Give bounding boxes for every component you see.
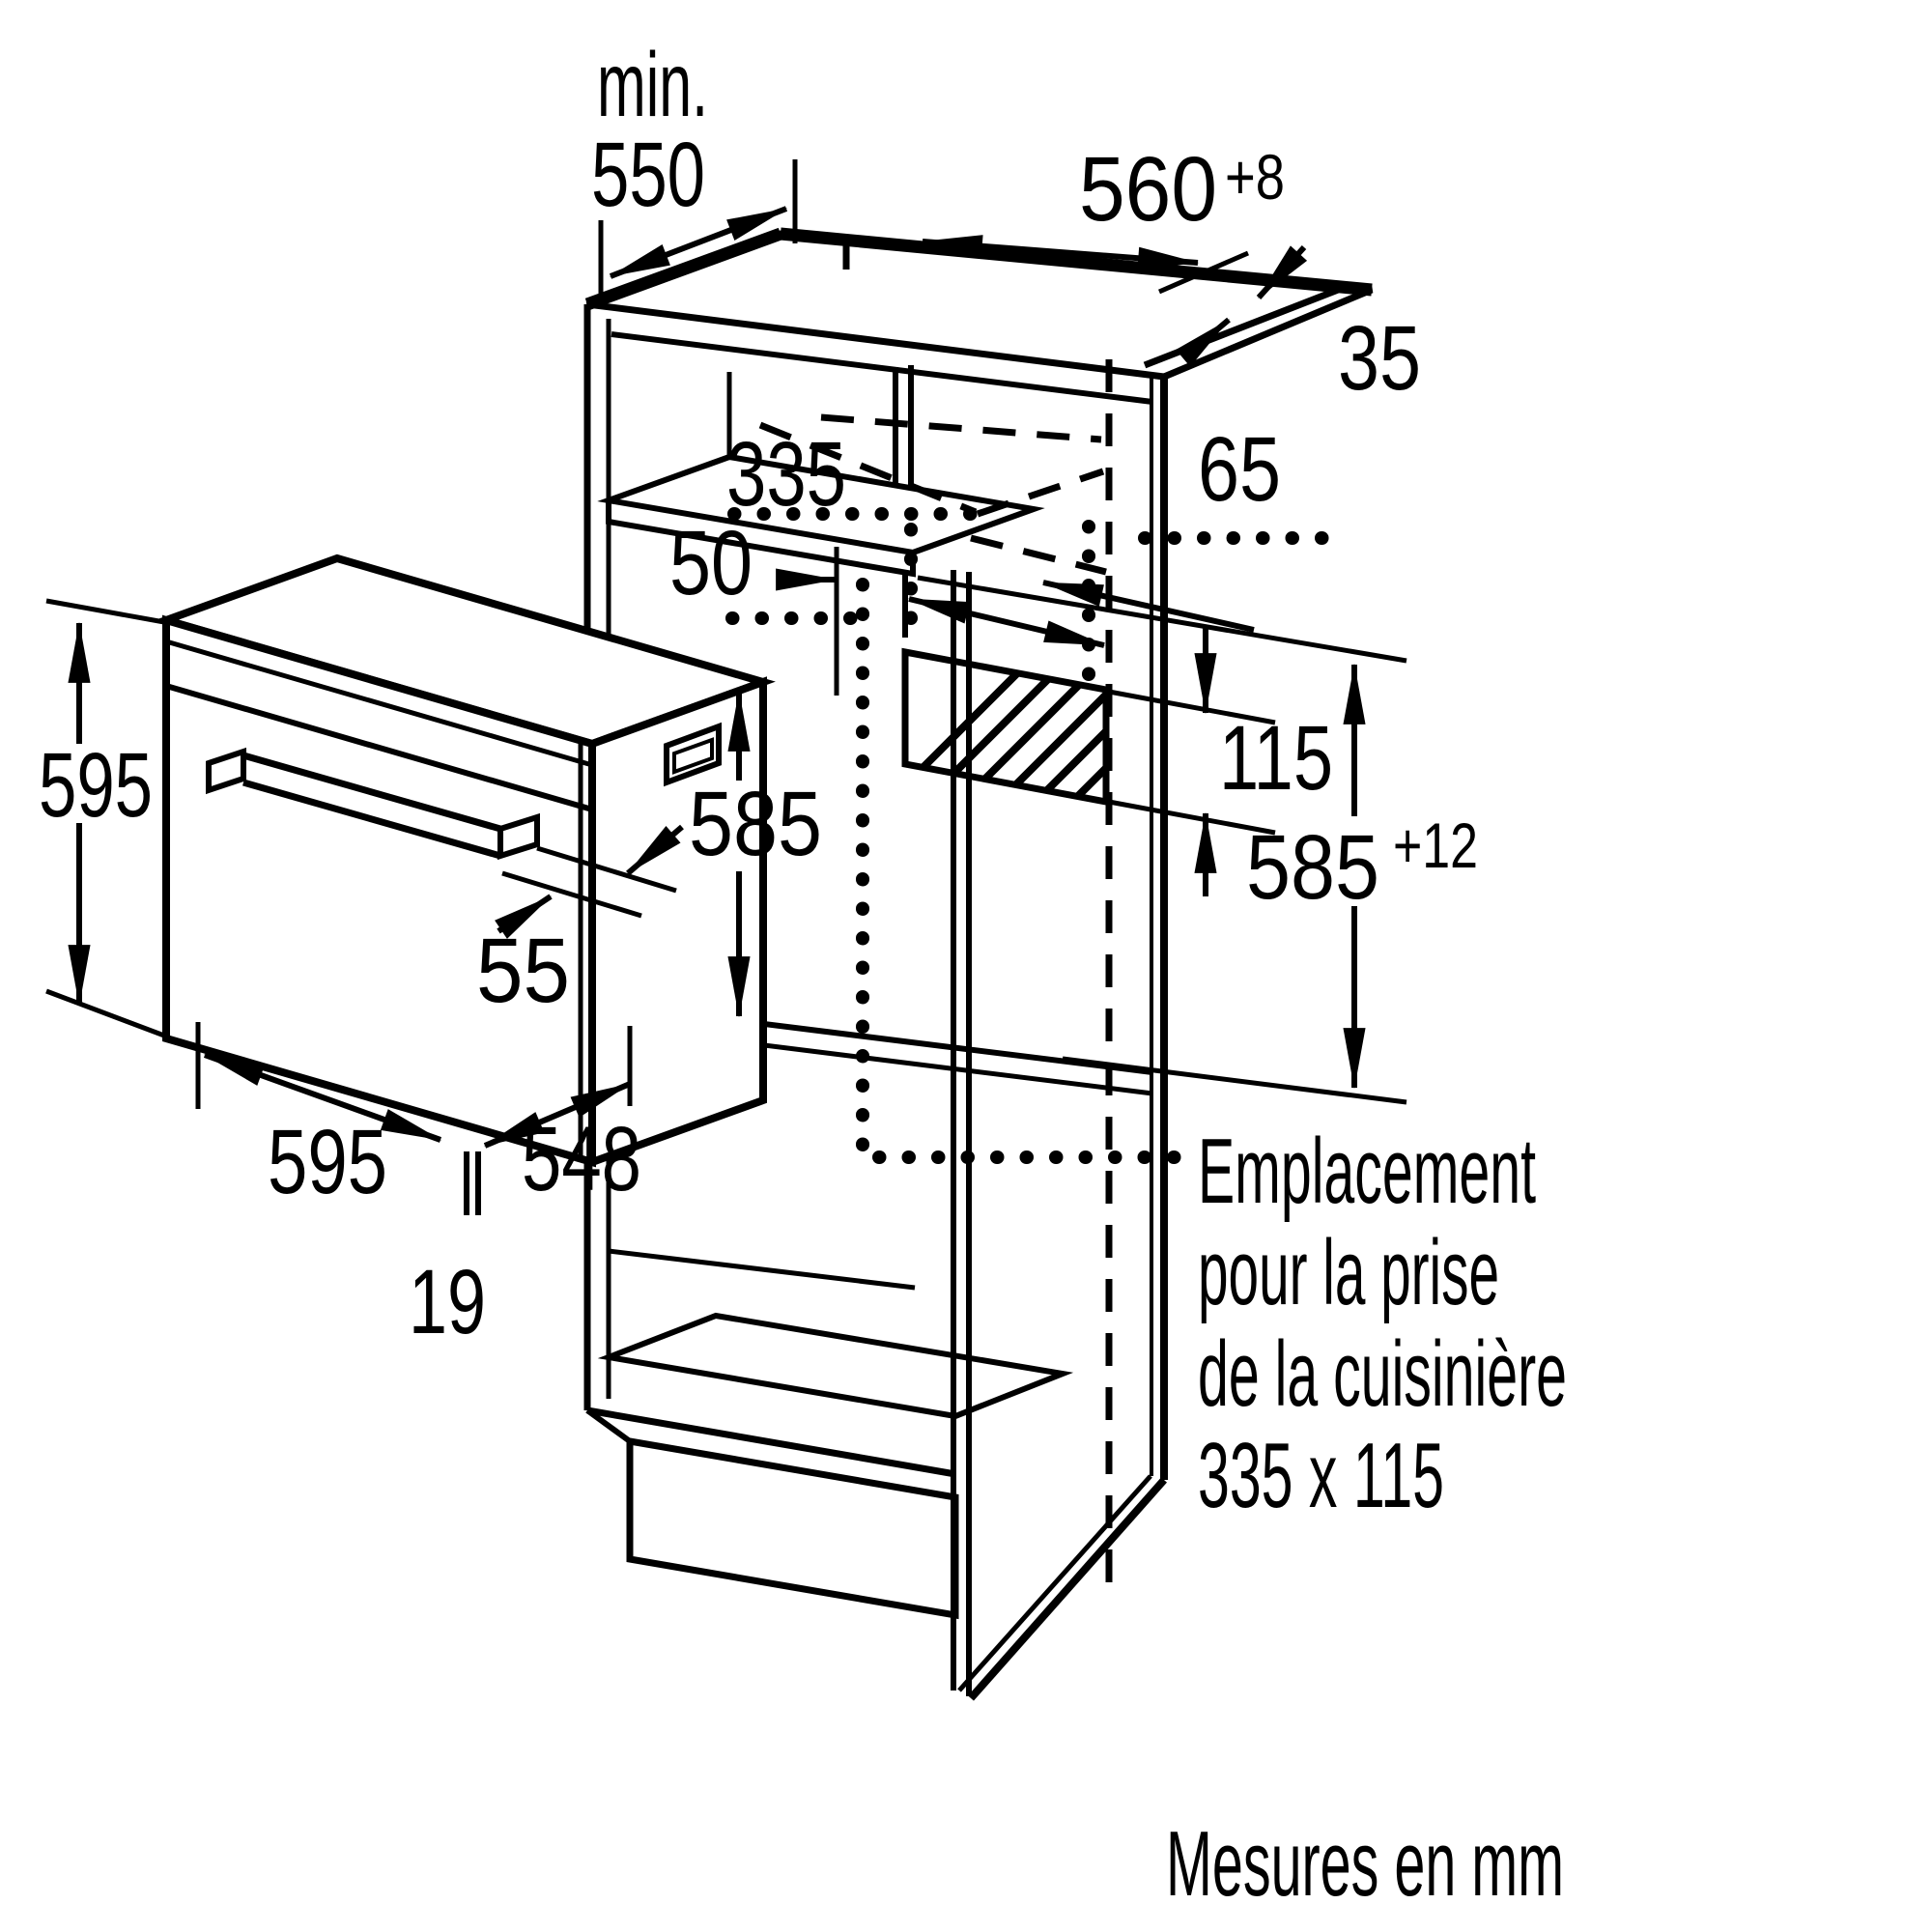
label-550: 550 xyxy=(591,124,705,226)
dim-35 xyxy=(1176,244,1308,367)
label-585-oven: 585 xyxy=(689,773,822,875)
hidden-edge-4 xyxy=(970,534,1107,576)
dim-595-bottom xyxy=(195,1022,442,1143)
handle-bar-top xyxy=(242,752,501,833)
label-19: 19 xyxy=(409,1251,486,1353)
dim-55 xyxy=(495,824,684,939)
handle-bar-bottom xyxy=(242,779,501,860)
right-wall-bottom-inner xyxy=(957,1474,1152,1692)
label-65: 65 xyxy=(1198,418,1281,521)
housing-cabinet xyxy=(583,227,1374,1701)
dim-50-335-65 xyxy=(776,568,1255,648)
right-wall-bottom-outer xyxy=(968,1477,1167,1701)
bottom-front-rail xyxy=(586,1406,956,1478)
dim-19 xyxy=(464,1151,481,1215)
label-595-left: 595 xyxy=(39,734,153,837)
label-548: 548 xyxy=(522,1108,641,1210)
labels: min. 550 560 +8 35 335 65 50 115 585 +12… xyxy=(39,34,1567,1916)
note-line-1: Emplacement xyxy=(1198,1120,1536,1223)
dimensions xyxy=(45,159,1407,1215)
door-top-line xyxy=(165,683,593,812)
dim-585-niche xyxy=(917,575,1407,1105)
hidden-edges-dashed xyxy=(758,359,1113,1582)
dim-548 xyxy=(483,1026,633,1149)
socket-reference-dotted xyxy=(725,507,1354,1164)
label-335: 335 xyxy=(726,423,846,526)
label-595-bottom: 595 xyxy=(268,1111,387,1213)
plinth-left-corner xyxy=(585,1407,632,1444)
lower-floor xyxy=(597,1312,1074,1420)
side-vent-inner xyxy=(672,737,714,775)
label-35: 35 xyxy=(1338,307,1421,410)
note-line-3: de la cuisinière xyxy=(1198,1322,1567,1426)
dim-115 xyxy=(1108,628,1276,896)
units-note: Mesures en mm xyxy=(1166,1812,1564,1916)
label-585-niche: 585 xyxy=(1246,816,1379,919)
shelf-top-face xyxy=(597,453,1045,556)
label-560-tol: +8 xyxy=(1225,141,1285,213)
dim-550 xyxy=(598,159,798,301)
hidden-edge-1 xyxy=(820,413,1102,443)
socket-note: Emplacement pour la prise de la cuisiniè… xyxy=(1198,1120,1567,1527)
handle-bracket-right xyxy=(497,812,540,861)
hidden-edge-2 xyxy=(758,421,978,516)
oven-front-face xyxy=(162,614,596,1168)
handle-bracket-left xyxy=(206,747,246,795)
note-line-2: pour la prise xyxy=(1198,1221,1499,1324)
label-115: 115 xyxy=(1219,707,1333,810)
lower-back-bottom-edge xyxy=(608,1248,916,1291)
dim-595-left xyxy=(45,598,165,1038)
label-560: 560 xyxy=(1079,138,1217,241)
label-50: 50 xyxy=(669,512,753,614)
label-min: min. xyxy=(597,34,708,136)
label-585-tol: +12 xyxy=(1393,810,1478,881)
oven xyxy=(154,554,776,1168)
note-line-4: 335 x 115 xyxy=(1198,1424,1444,1527)
hidden-edge-3 xyxy=(976,468,1105,518)
label-55: 55 xyxy=(476,920,570,1022)
top-rail-edge xyxy=(611,331,1153,405)
dim-560 xyxy=(921,235,1249,295)
control-panel-line xyxy=(165,639,593,768)
